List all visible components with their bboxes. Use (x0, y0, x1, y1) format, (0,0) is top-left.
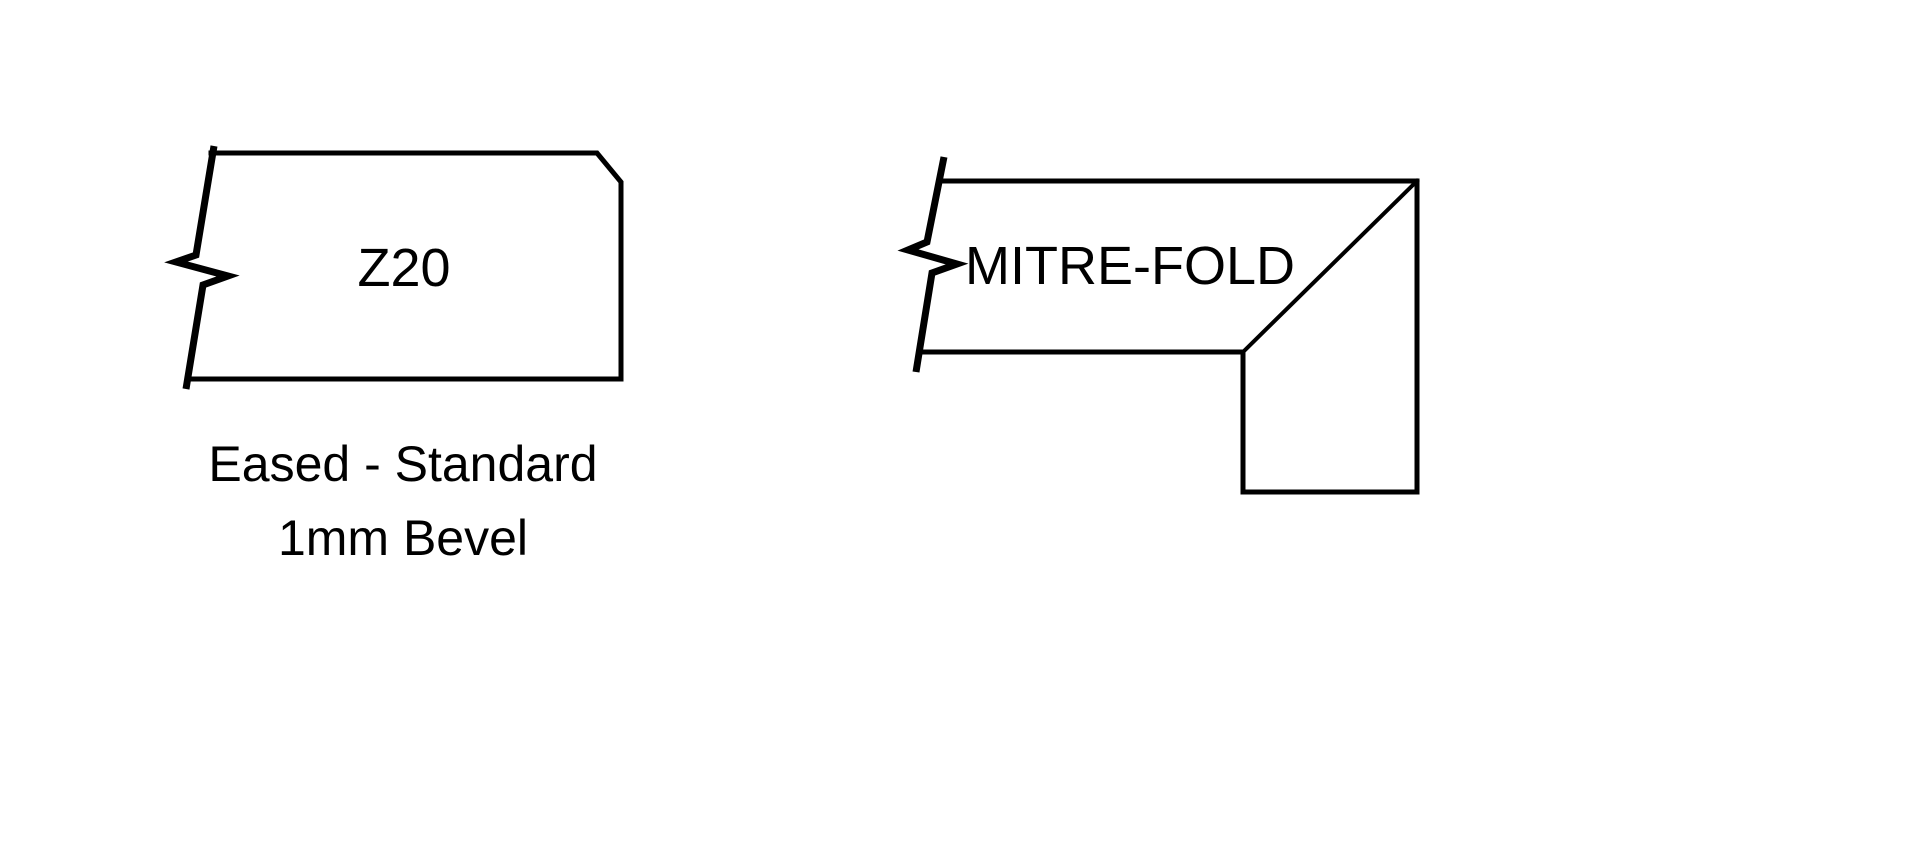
profile-caption-line-1-z20: Eased - Standard (208, 436, 597, 492)
break-line-mitre-fold-icon (897, 156, 969, 373)
break-line-z20-icon (164, 145, 240, 390)
profile-label-z20: Z20 (357, 238, 450, 298)
profile-outline-z20 (185, 150, 624, 382)
profile-outline-mitre-fold (916, 178, 1420, 495)
mitre-joint-line (1240, 178, 1420, 355)
profile-z20-group: Z20 Eased - Standard 1mm Bevel (164, 145, 624, 566)
profile-caption-line-2-z20: 1mm Bevel (278, 510, 528, 566)
profile-mitre-fold-group: MITRE-FOLD (897, 156, 1420, 495)
profile-label-mitre-fold: MITRE-FOLD (965, 236, 1295, 296)
